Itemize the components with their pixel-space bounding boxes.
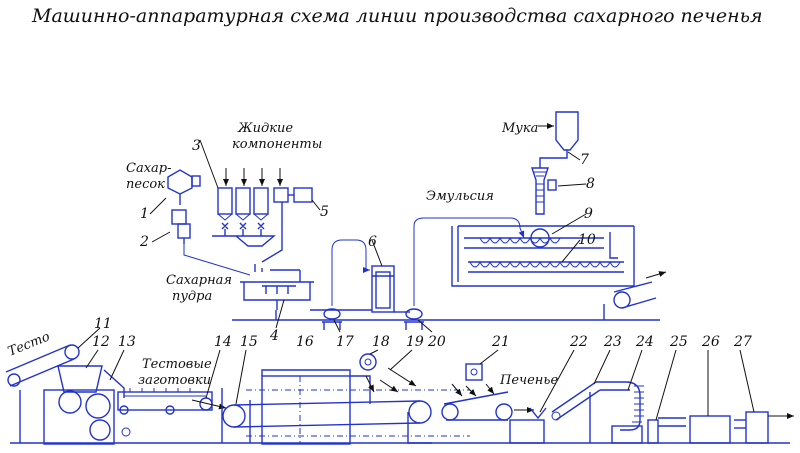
packing-unit-25	[647, 417, 686, 444]
num-1: 1	[140, 206, 149, 222]
num-15: 15	[240, 334, 258, 350]
label-flour: Мука	[501, 121, 538, 136]
flour-feeder-unit-8	[531, 167, 557, 215]
label-liquid-2: компоненты	[232, 137, 322, 152]
diagram-title: Машинно-аппаратурная схема линии произво…	[31, 5, 763, 27]
packing-unit-26	[689, 415, 731, 444]
num-22: 22	[569, 334, 588, 350]
liquid-tanks-unit-3	[212, 168, 283, 247]
num-25: 25	[669, 334, 688, 350]
label-sugar-powder-1: Сахарная	[166, 273, 232, 288]
lower-leaders	[85, 319, 755, 421]
num-20: 20	[427, 334, 446, 350]
cooling-unit-18-19	[359, 353, 432, 444]
tank-unit-6	[371, 265, 410, 313]
num-24: 24	[635, 334, 654, 350]
label-dough-pieces-1: Тестовые	[142, 357, 212, 372]
num-27: 27	[733, 334, 752, 350]
num-5: 5	[320, 204, 329, 220]
label-sugar-powder-2: пудра	[172, 289, 212, 304]
num-23: 23	[603, 334, 622, 350]
label-sugar-sand-1: Сахар-	[126, 161, 172, 176]
num-4: 4	[269, 328, 279, 344]
label-sugar-sand-2: песок	[126, 177, 165, 192]
label-cookies: Печенье	[499, 373, 558, 388]
num-21: 21	[491, 334, 510, 350]
label-dough-pieces-2: заготовки	[138, 373, 211, 388]
num-6: 6	[368, 234, 377, 250]
conveyor-unit-24	[611, 381, 644, 444]
num-17: 17	[336, 334, 354, 350]
label-emulsion: Эмульсия	[426, 189, 494, 204]
num-18: 18	[372, 334, 390, 350]
num-7: 7	[580, 152, 589, 168]
num-11: 11	[94, 316, 112, 332]
packing-unit-27	[734, 411, 794, 444]
mixer-unit-4	[183, 244, 314, 310]
forming-machine-unit-12-13	[43, 365, 131, 445]
emulsifier-unit-5	[261, 187, 313, 263]
label-liquid-1: Жидкие	[237, 121, 293, 136]
dough-conveyor-unit-11	[5, 344, 80, 443]
oven-unit-16	[221, 369, 470, 445]
pump-unit-20	[404, 217, 525, 323]
num-3: 3	[192, 138, 201, 154]
conveyor-unit-21	[441, 363, 534, 421]
pump-unit-17	[310, 239, 372, 323]
num-14: 14	[214, 334, 232, 350]
num-12: 12	[92, 334, 110, 350]
num-16: 16	[296, 334, 314, 350]
conveyor-unit-23	[551, 381, 630, 443]
conveyor-unit-14	[117, 388, 227, 415]
mixer-unit-9-10	[451, 225, 635, 287]
num-10: 10	[578, 232, 596, 248]
num-8: 8	[586, 176, 595, 192]
leader-lines	[77, 139, 587, 349]
num-19: 19	[406, 334, 424, 350]
sugar-mill-unit-2	[171, 209, 191, 244]
num-26: 26	[701, 334, 720, 350]
discharge-conveyor-right	[603, 271, 667, 320]
sugar-hopper-unit-1	[167, 169, 201, 205]
stacker-unit-22	[509, 407, 547, 444]
num-13: 13	[118, 334, 136, 350]
flour-silo-unit-7	[538, 111, 579, 168]
num-9: 9	[584, 206, 593, 222]
num-2: 2	[139, 234, 149, 250]
